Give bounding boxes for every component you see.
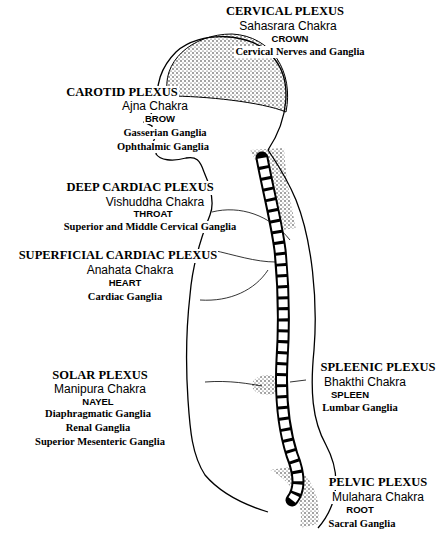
chakra-name: Sahasrara Chakra [238,20,337,33]
plexus-name: CAROTID PLEXUS [65,86,178,100]
plexus-name: DEEP CARDIAC PLEXUS [65,181,214,195]
ganglia-name: Superior Mesenteric Ganglia [34,436,166,448]
chakra-name: Vishuddha Chakra [105,196,206,209]
ganglia-name: Sacral Ganglia [328,518,397,530]
plexus-name: PELVIC PLEXUS [328,476,429,490]
region-name: NAYEL [81,397,114,407]
region-name: CROWN [271,34,310,44]
ganglia-name: Renal Ganglia [65,422,131,434]
ganglia-name: Lumbar Ganglia [321,402,398,414]
leader-line [290,380,306,382]
ganglia-name: Diaphragmatic Ganglia [44,408,152,420]
leader-line [205,381,262,386]
vertebrae [262,158,298,500]
plexus-name: SUPERFICIAL CARDIAC PLEXUS [18,249,219,263]
region-name: ROOT [345,505,374,515]
ganglia-name: Cervical Nerves and Ganglia [234,46,365,58]
ganglia-name: Superior and Middle Cervical Ganglia [63,221,237,233]
chakra-name: Bhakthi Chakra [323,376,407,389]
chakra-name: Mulahara Chakra [331,491,425,504]
ganglia-name: Gasserian Ganglia [122,127,207,139]
plexus-name: SOLAR PLEXUS [51,369,149,383]
ganglia-name: Ophthalmic Ganglia [116,141,210,153]
chakra-name: Ajna Chakra [121,100,189,113]
ganglia-name: Cardiac Ganglia [87,291,163,303]
region-name: SPLEEN [330,390,370,400]
region-name: THROAT [133,209,174,219]
spine [262,158,298,500]
region-name: BROW [144,114,176,124]
plexus-name: CERVICAL PLEXUS [225,5,345,19]
chakra-name: Anahata Chakra [86,264,175,277]
leader-line [212,250,276,262]
chakra-name: Manipura Chakra [53,383,147,396]
plexus-name: SPLEENIC PLEXUS [320,361,437,375]
region-name: HEART [108,278,143,288]
